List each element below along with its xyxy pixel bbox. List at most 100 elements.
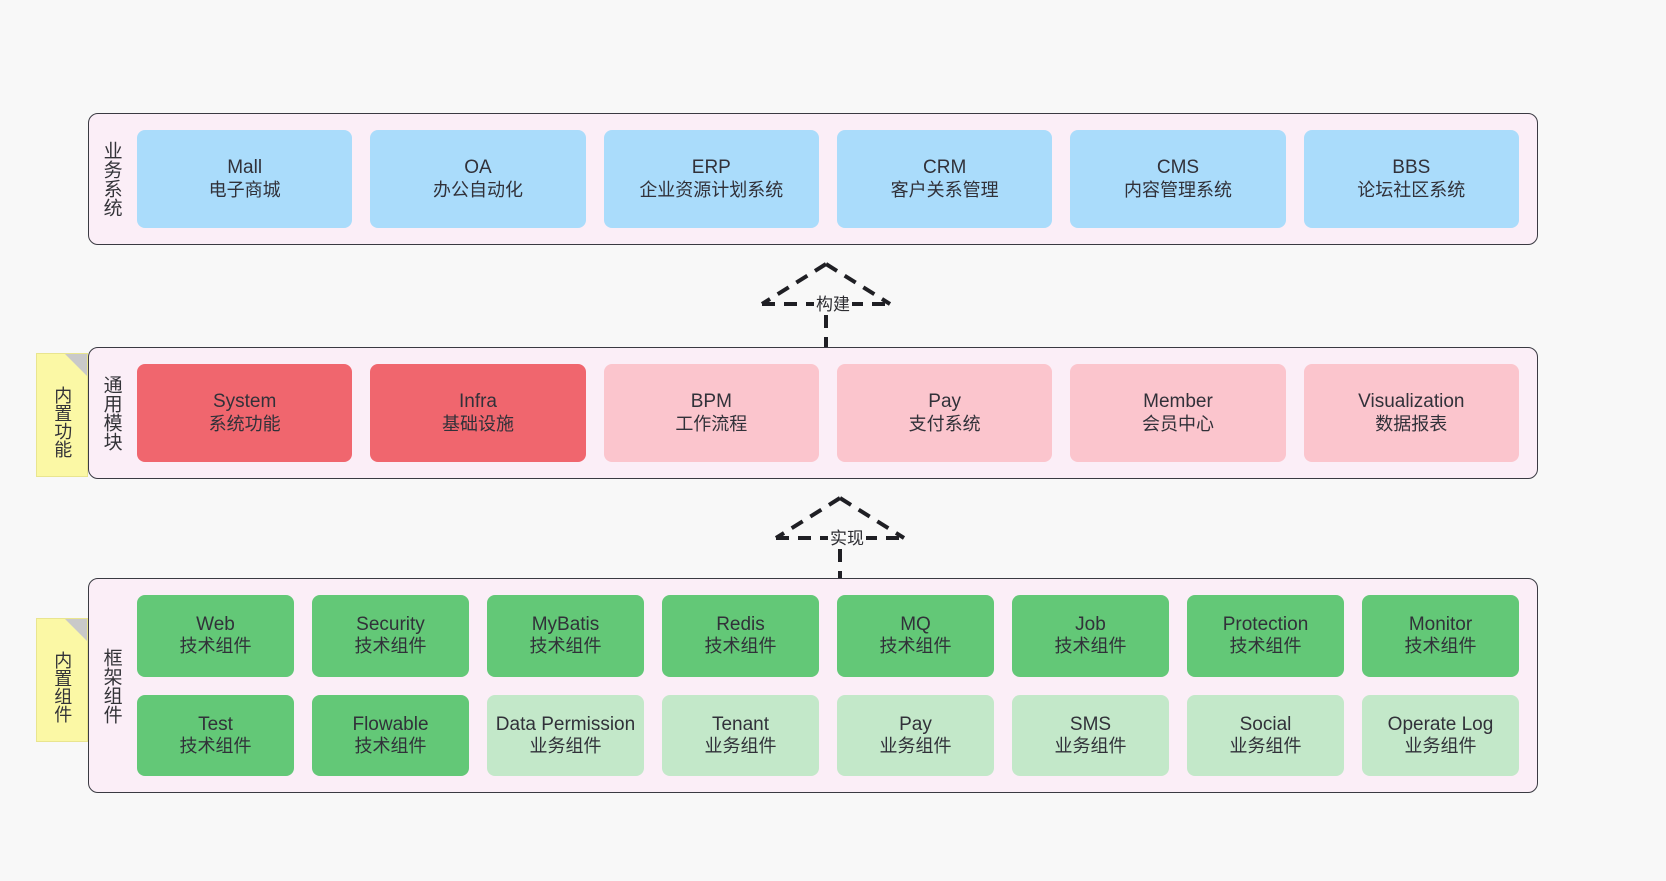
node-row: Web 技术组件 Security 技术组件 MyBatis 技术组件 Redi… bbox=[137, 595, 1519, 677]
node-subtitle: 业务组件 bbox=[1404, 735, 1477, 756]
node-subtitle: 业务组件 bbox=[1054, 735, 1127, 756]
node-sms[interactable]: SMS 业务组件 bbox=[1012, 694, 1169, 776]
node-mq[interactable]: MQ 技术组件 bbox=[837, 595, 994, 677]
node-row: Test 技术组件 Flowable 技术组件 Data Permission … bbox=[137, 694, 1519, 776]
node-visualization[interactable]: Visualization 数据报表 bbox=[1303, 364, 1519, 462]
node-system[interactable]: System 系统功能 bbox=[137, 364, 353, 462]
node-subtitle: 技术组件 bbox=[179, 636, 252, 657]
node-title: Web bbox=[196, 614, 235, 636]
node-title: CMS bbox=[1156, 157, 1200, 179]
node-monitor[interactable]: Monitor 技术组件 bbox=[1362, 595, 1519, 677]
connector-label-build: 构建 bbox=[814, 290, 852, 315]
node-title: BPM bbox=[690, 391, 732, 413]
node-flowable[interactable]: Flowable 技术组件 bbox=[312, 694, 469, 776]
node-title: BBS bbox=[1392, 157, 1431, 179]
node-mybatis[interactable]: MyBatis 技术组件 bbox=[487, 595, 644, 677]
note-fold-corner-icon bbox=[65, 619, 87, 641]
node-data-permission[interactable]: Data Permission 业务组件 bbox=[487, 694, 644, 776]
layer-business-systems: 业务系统 Mall 电子商城 OA 办公自动化 ERP 企业资源计划系统 CRM… bbox=[88, 113, 1538, 245]
node-title: MQ bbox=[900, 614, 931, 636]
node-title: Flowable bbox=[352, 713, 429, 735]
layer-body-framework-components: Web 技术组件 Security 技术组件 MyBatis 技术组件 Redi… bbox=[133, 579, 1537, 792]
node-subtitle: 业务组件 bbox=[879, 735, 952, 756]
node-title: Pay bbox=[899, 713, 932, 735]
node-operate-log[interactable]: Operate Log 业务组件 bbox=[1362, 694, 1519, 776]
node-subtitle: 技术组件 bbox=[1229, 636, 1302, 657]
node-subtitle: 技术组件 bbox=[879, 636, 952, 657]
node-subtitle: 技术组件 bbox=[354, 735, 427, 756]
connector-implement: 实现 bbox=[770, 492, 920, 584]
node-title: Social bbox=[1239, 713, 1292, 735]
node-subtitle: 业务组件 bbox=[529, 735, 602, 756]
node-title: CRM bbox=[923, 157, 967, 179]
note-label: 内置功能 bbox=[52, 386, 73, 458]
node-subtitle: 企业资源计划系统 bbox=[639, 179, 784, 200]
note-label: 内置组件 bbox=[52, 651, 73, 723]
node-pay-module[interactable]: Pay 支付系统 bbox=[836, 364, 1053, 462]
node-erp[interactable]: ERP 企业资源计划系统 bbox=[603, 130, 819, 228]
node-title: Protection bbox=[1222, 614, 1309, 636]
connector-build: 构建 bbox=[756, 258, 906, 350]
node-subtitle: 内容管理系统 bbox=[1123, 179, 1232, 200]
node-subtitle: 系统功能 bbox=[208, 413, 281, 434]
node-subtitle: 电子商城 bbox=[208, 179, 281, 200]
node-row: Mall 电子商城 OA 办公自动化 ERP 企业资源计划系统 CRM 客户关系… bbox=[137, 130, 1519, 228]
node-title: Security bbox=[356, 614, 425, 636]
node-title: Member bbox=[1143, 391, 1213, 413]
note-fold-corner-icon bbox=[65, 354, 87, 376]
node-subtitle: 业务组件 bbox=[1229, 735, 1302, 756]
layer-common-modules: 通用模块 System 系统功能 Infra 基础设施 BPM 工作流程 Pay… bbox=[88, 347, 1538, 479]
node-crm[interactable]: CRM 客户关系管理 bbox=[836, 130, 1053, 228]
node-security[interactable]: Security 技术组件 bbox=[312, 595, 469, 677]
node-subtitle: 技术组件 bbox=[179, 735, 252, 756]
node-subtitle: 论坛社区系统 bbox=[1357, 179, 1466, 200]
node-title: Operate Log bbox=[1387, 713, 1494, 735]
node-subtitle: 客户关系管理 bbox=[890, 179, 999, 200]
node-row: System 系统功能 Infra 基础设施 BPM 工作流程 Pay 支付系统… bbox=[137, 364, 1519, 462]
node-title: Data Permission bbox=[495, 713, 636, 735]
node-subtitle: 基础设施 bbox=[441, 413, 514, 434]
node-test[interactable]: Test 技术组件 bbox=[137, 694, 294, 776]
note-builtin-features: 内置功能 bbox=[36, 353, 88, 477]
node-cms[interactable]: CMS 内容管理系统 bbox=[1070, 130, 1286, 228]
layer-framework-components: 框架组件 Web 技术组件 Security 技术组件 MyBatis 技术组件… bbox=[88, 578, 1538, 793]
node-title: Monitor bbox=[1408, 614, 1473, 636]
node-subtitle: 技术组件 bbox=[354, 636, 427, 657]
node-subtitle: 工作流程 bbox=[675, 413, 748, 434]
node-title: System bbox=[212, 391, 277, 413]
node-job[interactable]: Job 技术组件 bbox=[1012, 595, 1169, 677]
node-oa[interactable]: OA 办公自动化 bbox=[370, 130, 586, 228]
node-bbs[interactable]: BBS 论坛社区系统 bbox=[1303, 130, 1519, 228]
layer-body-business-systems: Mall 电子商城 OA 办公自动化 ERP 企业资源计划系统 CRM 客户关系… bbox=[133, 114, 1537, 244]
node-social[interactable]: Social 业务组件 bbox=[1187, 694, 1344, 776]
node-subtitle: 业务组件 bbox=[704, 735, 777, 756]
node-member[interactable]: Member 会员中心 bbox=[1070, 364, 1286, 462]
node-title: Tenant bbox=[711, 713, 770, 735]
node-tenant[interactable]: Tenant 业务组件 bbox=[662, 694, 819, 776]
node-web[interactable]: Web 技术组件 bbox=[137, 595, 294, 677]
node-title: Mall bbox=[227, 157, 263, 179]
node-bpm[interactable]: BPM 工作流程 bbox=[603, 364, 819, 462]
node-mall[interactable]: Mall 电子商城 bbox=[137, 130, 353, 228]
connector-label-implement: 实现 bbox=[828, 524, 866, 549]
node-title: SMS bbox=[1069, 713, 1112, 735]
node-subtitle: 技术组件 bbox=[1404, 636, 1477, 657]
layer-body-common-modules: System 系统功能 Infra 基础设施 BPM 工作流程 Pay 支付系统… bbox=[133, 348, 1537, 478]
node-subtitle: 支付系统 bbox=[908, 413, 981, 434]
node-title: Redis bbox=[716, 614, 765, 636]
layer-title-framework-components: 框架组件 bbox=[100, 647, 122, 724]
node-subtitle: 办公自动化 bbox=[432, 179, 523, 200]
node-redis[interactable]: Redis 技术组件 bbox=[662, 595, 819, 677]
layer-title-common-modules: 通用模块 bbox=[100, 375, 122, 451]
node-subtitle: 会员中心 bbox=[1141, 413, 1214, 434]
node-subtitle: 数据报表 bbox=[1375, 413, 1448, 434]
node-pay-component[interactable]: Pay 业务组件 bbox=[837, 694, 994, 776]
node-infra[interactable]: Infra 基础设施 bbox=[370, 364, 586, 462]
node-title: OA bbox=[464, 157, 492, 179]
node-title: Visualization bbox=[1358, 391, 1465, 413]
node-title: MyBatis bbox=[531, 614, 600, 636]
layer-title-business-systems: 业务系统 bbox=[100, 141, 122, 217]
node-protection[interactable]: Protection 技术组件 bbox=[1187, 595, 1344, 677]
note-builtin-components: 内置组件 bbox=[36, 618, 88, 742]
